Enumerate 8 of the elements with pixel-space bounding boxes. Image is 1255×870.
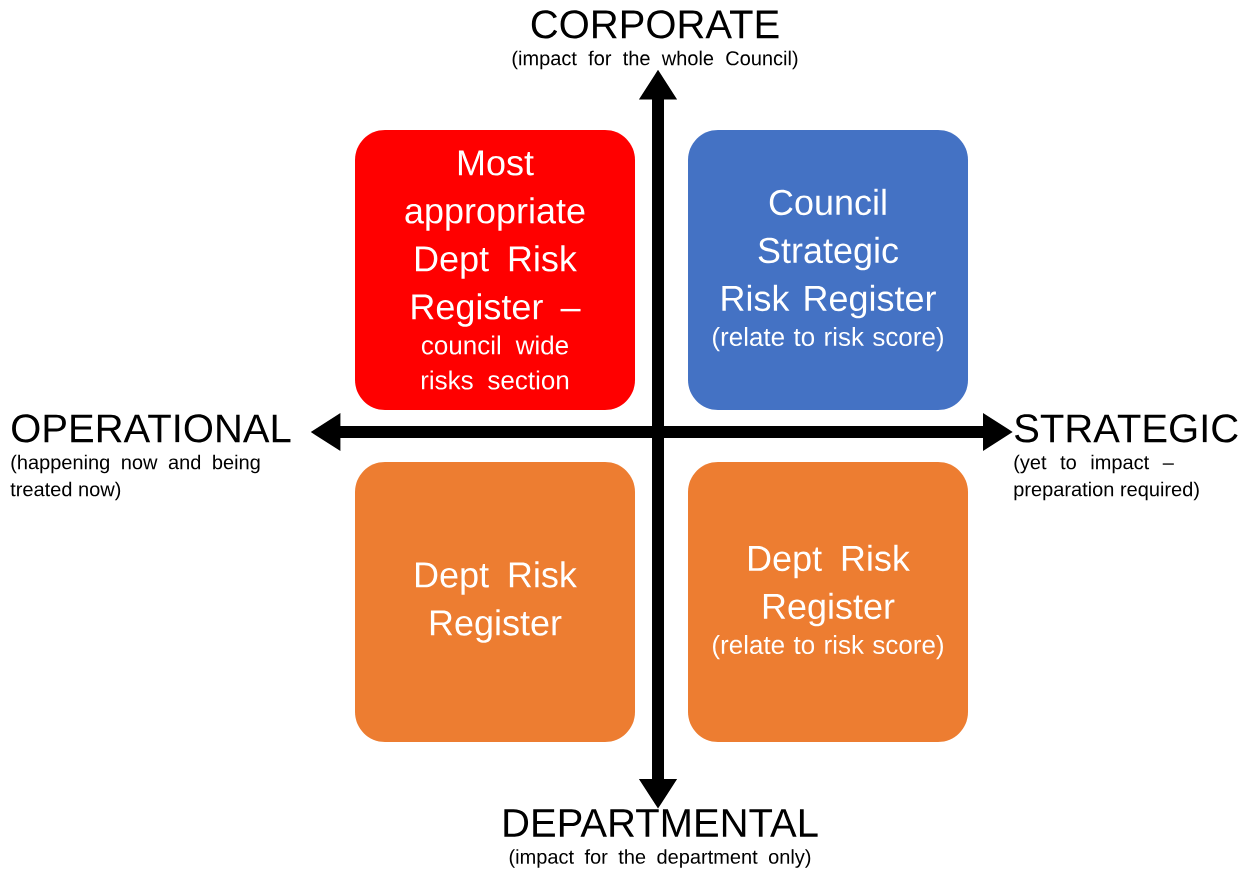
quadrant-box: Dept Risk Register <box>355 462 635 742</box>
axis-label: CORPORATE (impact for the whole Council) <box>512 10 798 70</box>
axis-label: OPERATIONAL (happening now and being treated now) <box>10 414 291 501</box>
axis-label: DEPARTMENTAL (impact for the department only) <box>504 809 818 868</box>
quadrant-box: Most appropriate Dept Risk Register – council wide risks section <box>355 130 635 410</box>
quadrant-box: Council Strategic Risk Register (relate to risk score) <box>688 130 968 410</box>
quadrant-box: Dept Risk Register (relate to risk score) <box>688 462 968 742</box>
axis-label: STRATEGIC (yet to impact – preparation required) <box>1014 414 1238 501</box>
